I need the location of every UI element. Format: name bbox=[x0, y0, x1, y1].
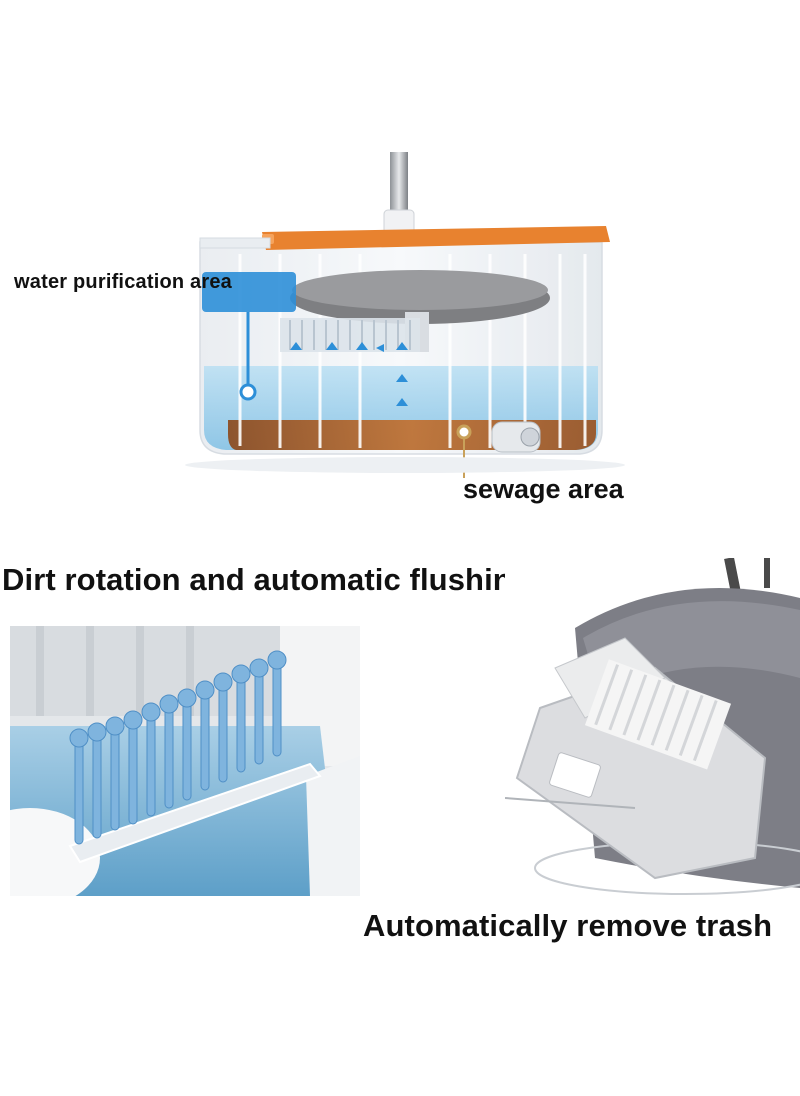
sewage-water bbox=[228, 420, 596, 450]
dirt-rotation-heading: Dirt rotation and automatic flushing bbox=[2, 562, 531, 597]
sewage-area-label: sewage area bbox=[463, 474, 624, 504]
sewage-callout-dot bbox=[456, 424, 472, 440]
flushing-comb-photo bbox=[10, 626, 360, 896]
trash-removal-photo bbox=[505, 558, 800, 898]
remove-trash-heading: Automatically remove trash bbox=[363, 908, 773, 943]
comb-teeth bbox=[69, 650, 287, 845]
water-callout-box bbox=[202, 272, 296, 312]
bucket-illustration bbox=[185, 152, 625, 478]
water-callout-dot bbox=[239, 383, 257, 401]
water-purification-label: water purification area bbox=[14, 271, 232, 293]
orange-lid bbox=[262, 226, 610, 250]
flow-arrows-icon bbox=[290, 342, 408, 406]
